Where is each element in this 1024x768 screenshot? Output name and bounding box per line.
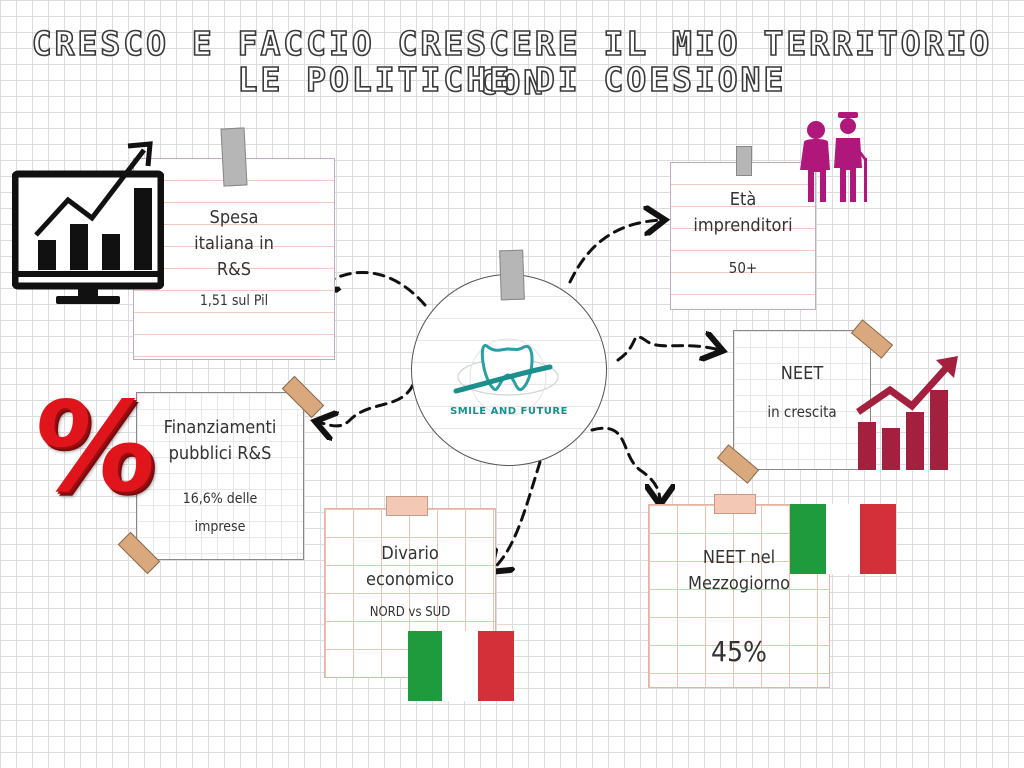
mezzogiorno-value: 45% xyxy=(711,635,767,668)
card-finanziamenti: Finanziamenti pubblici R&S 16,6% delle i… xyxy=(136,392,304,560)
arrow-to-finanziamenti xyxy=(318,383,415,426)
neet-value: in crescita xyxy=(767,403,837,421)
finanziamenti-value-1: 16,6% delle xyxy=(182,491,258,507)
divario-line-2: economico xyxy=(365,569,455,590)
arrow-to-mezzogiorno xyxy=(590,426,660,502)
spesa-line-1: Spesa xyxy=(209,207,259,228)
divario-value: NORD vs SUD xyxy=(369,605,451,620)
title-line-2: LE POLITICHE DI COESIONE xyxy=(237,59,787,100)
eta-line-2: imprenditori xyxy=(693,215,793,236)
title-line-1: CRESCO E FACCIO CRESCERE IL MIO TERRITOR… xyxy=(31,23,993,103)
mezzogiorno-line-1: NEET nel xyxy=(702,547,776,568)
growth-chart-icon xyxy=(856,356,958,470)
tape-mezzogiorno xyxy=(714,494,756,514)
finanziamenti-value-2: imprese xyxy=(194,519,246,535)
finanziamenti-line-1: Finanziamenti xyxy=(163,417,277,438)
italian-flag-icon xyxy=(408,631,514,701)
arrow-to-eta xyxy=(568,220,662,284)
tape-center xyxy=(499,249,525,301)
logo-text: SMILE AND FUTURE xyxy=(450,406,568,417)
tape-divario xyxy=(386,496,428,516)
tape-spesa xyxy=(220,127,248,187)
mezzogiorno-line-2: Mezzogiorno xyxy=(687,573,791,594)
eta-line-1: Età xyxy=(729,189,757,210)
divario-line-1: Divario xyxy=(381,543,439,564)
arrow-to-neet xyxy=(616,337,720,360)
neet-line-1: NEET xyxy=(780,363,824,384)
tooth-logo-icon xyxy=(453,338,559,416)
center-circle: SMILE AND FUTURE xyxy=(411,274,607,466)
tape-eta xyxy=(736,146,752,176)
finanziamenti-line-2: pubblici R&S xyxy=(168,443,272,464)
spesa-line-2: italiana in xyxy=(194,233,274,254)
spesa-line-3: R&S xyxy=(216,259,252,280)
spesa-value: 1,51 sul Pil xyxy=(199,293,269,309)
percent-icon: % xyxy=(25,376,165,520)
card-neet: NEET in crescita xyxy=(733,330,871,470)
elderly-couple-icon xyxy=(800,112,867,202)
eta-value: 50+ xyxy=(728,259,758,277)
card-eta-imprenditori: Età imprenditori 50+ xyxy=(670,162,816,310)
italian-flag-icon-2 xyxy=(790,504,896,574)
chart-monitor-icon xyxy=(12,141,164,304)
arrow-to-divario xyxy=(492,460,542,570)
